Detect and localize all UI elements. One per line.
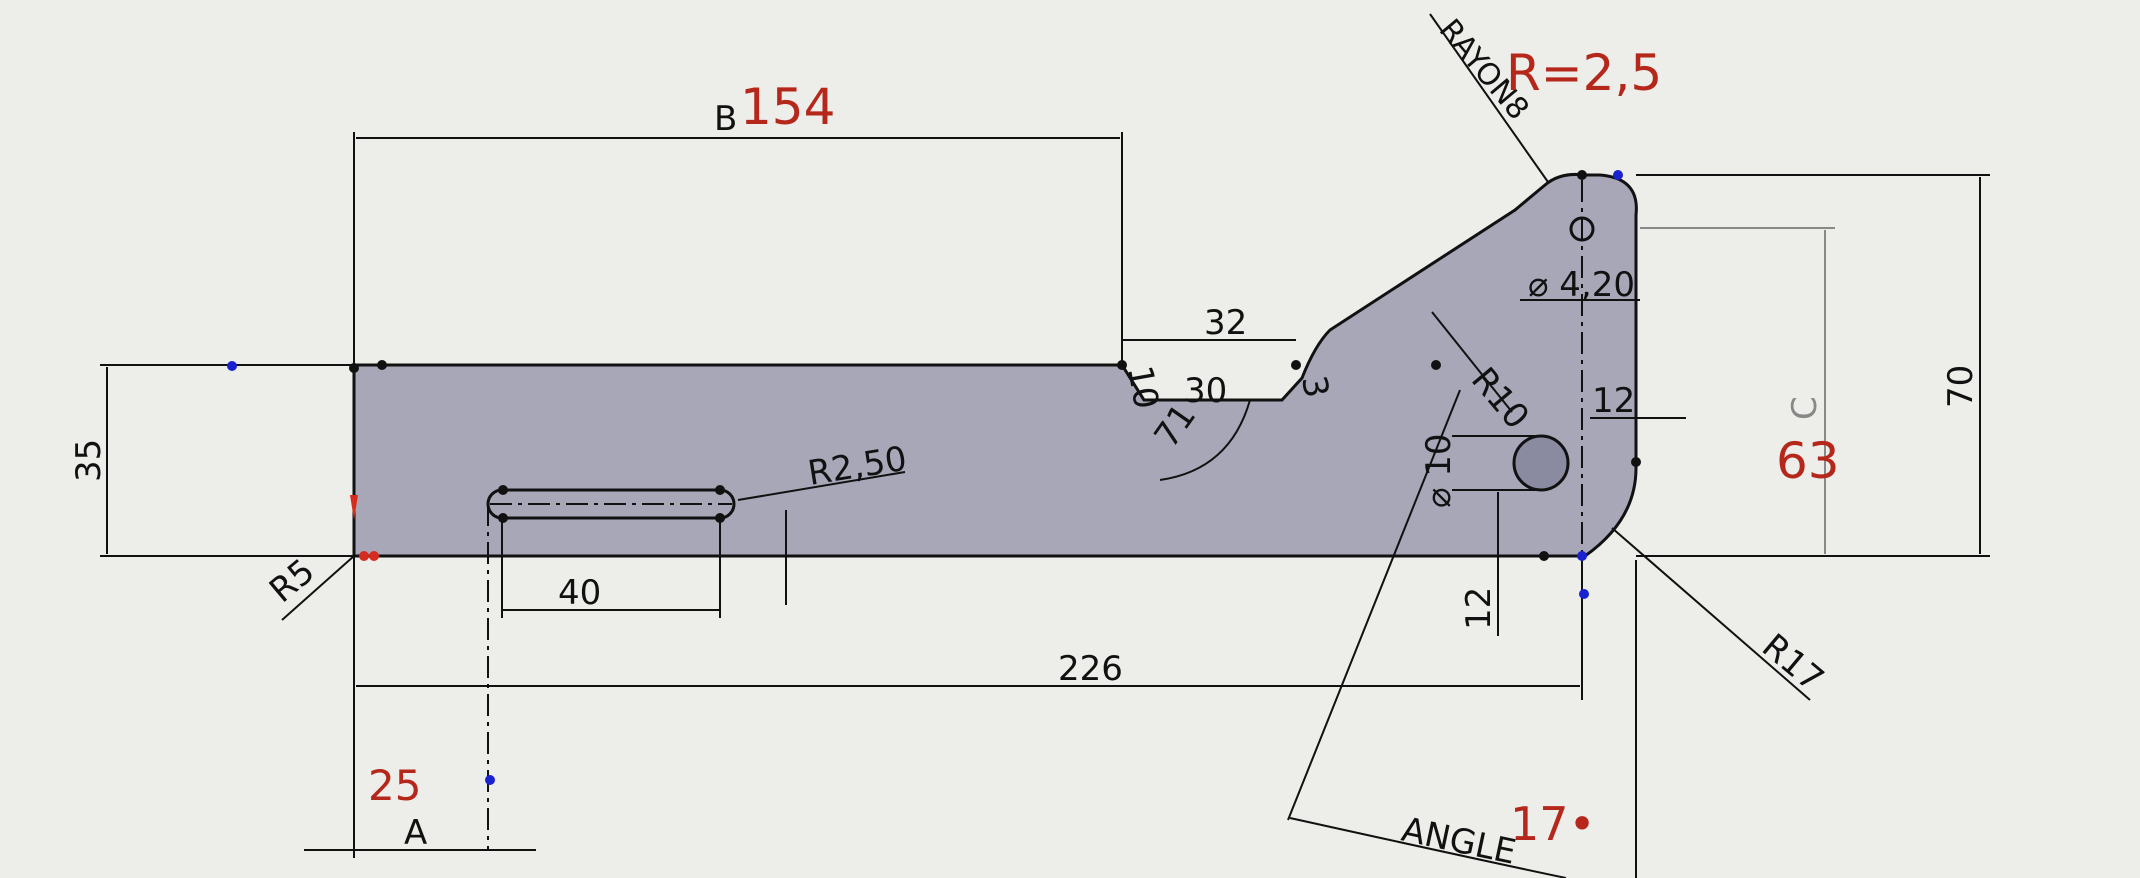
- dim-10[interactable]: 10: [1119, 363, 1166, 413]
- dim-32[interactable]: 32: [1204, 303, 1247, 343]
- sketch-point[interactable]: [1539, 551, 1549, 561]
- dim-hole-10[interactable]: ⌀ 10: [1419, 433, 1459, 508]
- sketch-point[interactable]: [1117, 360, 1127, 370]
- sketch-point[interactable]: [1579, 589, 1589, 599]
- dim-30[interactable]: 30: [1184, 371, 1227, 411]
- dim-r17[interactable]: R17: [1754, 626, 1831, 700]
- part-profile[interactable]: [352, 173, 1638, 558]
- sketch-point[interactable]: [1613, 170, 1623, 180]
- sketch-point[interactable]: [498, 513, 508, 523]
- dim-154[interactable]: 154: [740, 78, 835, 136]
- constraint-arrow: [350, 495, 358, 520]
- dim-label-B: B: [714, 99, 737, 139]
- sketch-point[interactable]: [377, 360, 387, 370]
- dim-63[interactable]: 63: [1776, 432, 1840, 490]
- dim-rayon-value[interactable]: R=2,5: [1506, 44, 1662, 102]
- dim-40[interactable]: 40: [558, 573, 601, 613]
- sketch-point[interactable]: [715, 513, 725, 523]
- dim-226[interactable]: 226: [1058, 649, 1123, 689]
- dim-35[interactable]: 35: [69, 439, 109, 482]
- sketch-point[interactable]: [359, 551, 369, 561]
- dim-25[interactable]: 25: [368, 761, 421, 810]
- dim-r5-leader: [281, 555, 355, 621]
- sketch-point[interactable]: [1431, 360, 1441, 370]
- dim-angle-label: ANGLE: [1398, 810, 1519, 873]
- sketch-point[interactable]: [715, 485, 725, 495]
- sketch-point[interactable]: [1631, 457, 1641, 467]
- sketch-point[interactable]: [485, 775, 495, 785]
- sketch-point[interactable]: [1291, 360, 1301, 370]
- sketch-point[interactable]: [1577, 551, 1587, 561]
- dim-r17-leader: [1611, 527, 1811, 701]
- dim-r5[interactable]: R5: [262, 551, 322, 611]
- sketch-point[interactable]: [498, 485, 508, 495]
- dim-hole-420[interactable]: ⌀ 4,20: [1528, 265, 1635, 305]
- dim-r250-leader: [737, 471, 906, 501]
- sketch-point[interactable]: [369, 551, 379, 561]
- sketch-point[interactable]: [227, 361, 237, 371]
- dim-12-h[interactable]: 12: [1592, 381, 1635, 421]
- sketch-point[interactable]: [1577, 170, 1587, 180]
- dim-label-C: C: [1785, 396, 1825, 420]
- dim-angle-value[interactable]: 17•: [1510, 797, 1596, 851]
- sketch-point[interactable]: [349, 363, 359, 373]
- dim-label-A: A: [404, 813, 427, 853]
- dim-70[interactable]: 70: [1941, 365, 1981, 408]
- hole-large[interactable]: [1512, 434, 1570, 492]
- dim-12-v[interactable]: 12: [1459, 587, 1499, 630]
